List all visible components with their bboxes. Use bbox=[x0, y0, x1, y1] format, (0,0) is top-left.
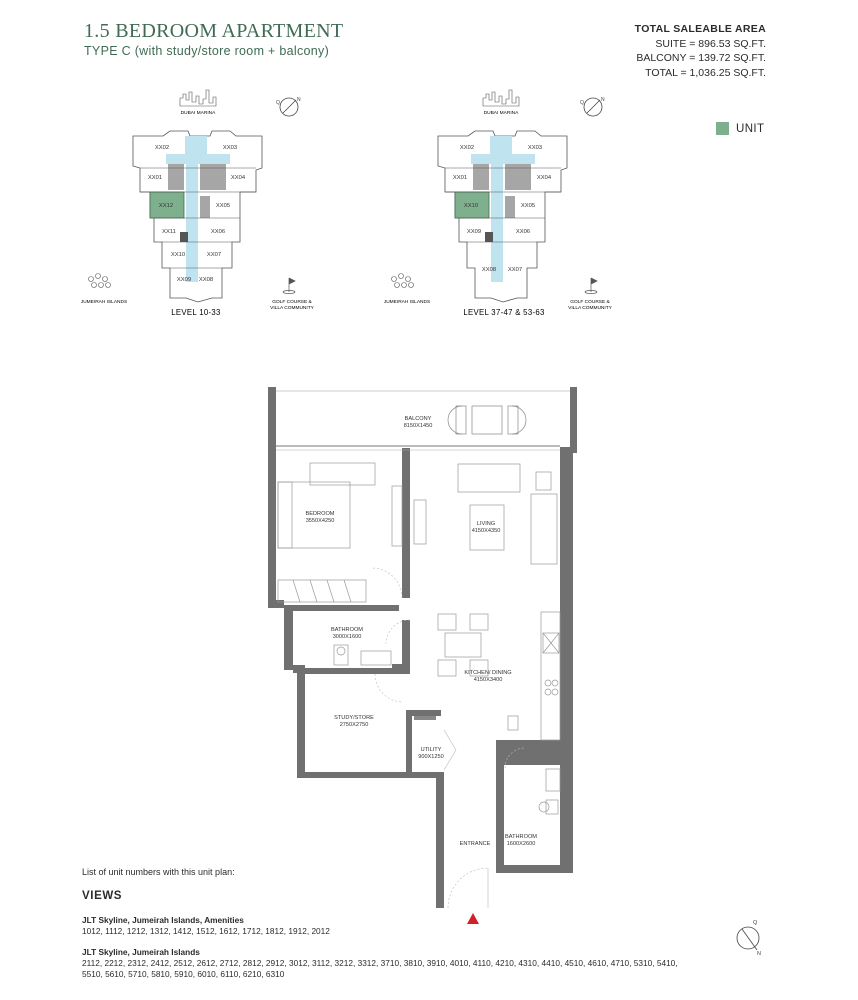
key1-unit: XX05 bbox=[216, 203, 230, 209]
view-group-title: JLT Skyline, Jumeirah Islands, Amenities bbox=[82, 915, 244, 925]
key1-unit: XX06 bbox=[211, 229, 225, 235]
north-compass-icon: Q N bbox=[736, 920, 761, 957]
key1-unit: XX04 bbox=[231, 175, 246, 181]
view-group-units: 2112, 2212, 2312, 2412, 2512, 2612, 2712… bbox=[82, 958, 678, 979]
svg-text:N: N bbox=[601, 97, 605, 103]
key-plan-1: DUBAI MARINA Q N XX02 XX03 bbox=[81, 89, 315, 317]
key1-unit: XX01 bbox=[148, 175, 162, 181]
key1-unit: XX02 bbox=[155, 145, 169, 151]
key1-top-label: DUBAI MARINA bbox=[181, 110, 216, 116]
golf-flag-icon bbox=[282, 277, 296, 294]
key1-unit: XX03 bbox=[223, 145, 237, 151]
area-heading: TOTAL SALEABLE AREA bbox=[634, 23, 766, 35]
key1-unit: XX10 bbox=[171, 252, 185, 258]
legend: UNIT bbox=[716, 122, 764, 135]
key1-right-label-2: VILLA COMMUNITY bbox=[270, 305, 315, 311]
key2-unit: XX04 bbox=[537, 175, 552, 181]
room-name: BEDROOM bbox=[306, 511, 335, 517]
room-name: LIVING bbox=[477, 521, 495, 527]
room-name: UTILITY bbox=[421, 747, 442, 753]
room-name: BATHROOM bbox=[505, 834, 537, 840]
room-dim: 8150X1450 bbox=[404, 423, 433, 429]
key2-level-label: LEVEL 37-47 & 53-63 bbox=[463, 308, 544, 317]
room-name: STUDY/STORE bbox=[334, 715, 374, 721]
view-group: JLT Skyline, Jumeirah Islands 2112, 2212… bbox=[82, 947, 682, 980]
room-dim: 4150X3400 bbox=[474, 677, 503, 683]
view-group-units: 1012, 1112, 1212, 1312, 1412, 1512, 1612… bbox=[82, 926, 330, 936]
page-title: 1.5 BEDROOM APARTMENT bbox=[84, 20, 344, 42]
svg-text:Q: Q bbox=[753, 920, 758, 926]
view-group-title: JLT Skyline, Jumeirah Islands bbox=[82, 947, 200, 957]
key2-unit: XX08 bbox=[482, 267, 496, 273]
entry-marker-icon bbox=[467, 913, 479, 924]
key2-unit: XX07 bbox=[508, 267, 522, 273]
page-subtitle: TYPE C (with study/store room + balcony) bbox=[84, 44, 330, 58]
svg-text:N: N bbox=[297, 97, 301, 103]
view-group: JLT Skyline, Jumeirah Islands, Amenities… bbox=[82, 915, 682, 937]
room-name: ENTRANCE bbox=[460, 841, 491, 847]
key2-top-label: DUBAI MARINA bbox=[484, 110, 519, 116]
key1-level-label: LEVEL 10-33 bbox=[171, 308, 220, 317]
golf-flag-icon bbox=[584, 277, 598, 294]
key2-unit: XX06 bbox=[516, 229, 530, 235]
key2-left-label: JUMEIRAH ISLANDS bbox=[384, 299, 430, 305]
room-dim: 4150X4350 bbox=[472, 528, 501, 534]
room-name: KITCHEN/ DINING bbox=[464, 670, 511, 676]
key2-unit: XX10 bbox=[464, 203, 478, 209]
room-dim: 900X1250 bbox=[418, 754, 444, 760]
area-suite: SUITE = 896.53 SQ.FT. bbox=[655, 37, 766, 50]
key1-unit: XX11 bbox=[162, 229, 176, 235]
key1-unit: XX12 bbox=[159, 203, 173, 209]
key1-unit: XX08 bbox=[199, 277, 213, 283]
compass-icon: Q N bbox=[276, 97, 301, 117]
svg-text:Q: Q bbox=[580, 100, 584, 106]
key2-unit: XX05 bbox=[521, 203, 535, 209]
walls bbox=[268, 387, 577, 908]
key2-right-label-2: VILLA COMMUNITY bbox=[568, 305, 613, 311]
key2-unit: XX09 bbox=[467, 229, 481, 235]
key1-unit: XX07 bbox=[207, 252, 221, 258]
key1-unit: XX09 bbox=[177, 277, 191, 283]
room-name: BATHROOM bbox=[331, 627, 363, 633]
key2-right-label-1: GOLF COURSE & bbox=[570, 299, 610, 305]
key2-unit: XX02 bbox=[460, 145, 474, 151]
key-plan-2: DUBAI MARINA Q N XX02 XX03 XX01 XX04 XX1… bbox=[384, 89, 613, 317]
compass-icon: Q N bbox=[580, 97, 605, 117]
views-heading: VIEWS bbox=[82, 890, 123, 902]
jumeirah-islands-icon bbox=[88, 273, 111, 288]
room-name: BALCONY bbox=[405, 416, 432, 422]
area-balcony: BALCONY = 139.72 SQ.FT. bbox=[636, 52, 766, 64]
area-total: TOTAL = 1,036.25 SQ.FT. bbox=[645, 66, 766, 79]
jumeirah-islands-icon bbox=[391, 273, 414, 288]
dubai-marina-icon bbox=[482, 89, 520, 107]
svg-text:N: N bbox=[757, 951, 761, 957]
units-intro: List of unit numbers with this unit plan… bbox=[82, 867, 235, 877]
svg-text:Q: Q bbox=[276, 100, 280, 106]
dubai-marina-icon bbox=[179, 89, 217, 107]
key2-unit: XX03 bbox=[528, 145, 542, 151]
room-dim: 3000X1600 bbox=[333, 634, 362, 640]
key1-right-label-1: GOLF COURSE & bbox=[272, 299, 312, 305]
saleable-area-summary: TOTAL SALEABLE AREA SUITE = 896.53 SQ.FT… bbox=[635, 22, 766, 80]
key1-left-label: JUMEIRAH ISLANDS bbox=[81, 299, 127, 305]
room-dim: 3550X4250 bbox=[306, 518, 335, 524]
legend-label: UNIT bbox=[736, 122, 765, 135]
room-dim: 2750X2750 bbox=[340, 722, 369, 728]
floor-plan: BALCONY 8150X1450 BEDROOM 3550X4250 LIVI… bbox=[268, 387, 577, 924]
key2-unit: XX01 bbox=[453, 175, 467, 181]
unit-swatch bbox=[716, 122, 729, 135]
room-dim: 1600X2600 bbox=[507, 841, 536, 847]
